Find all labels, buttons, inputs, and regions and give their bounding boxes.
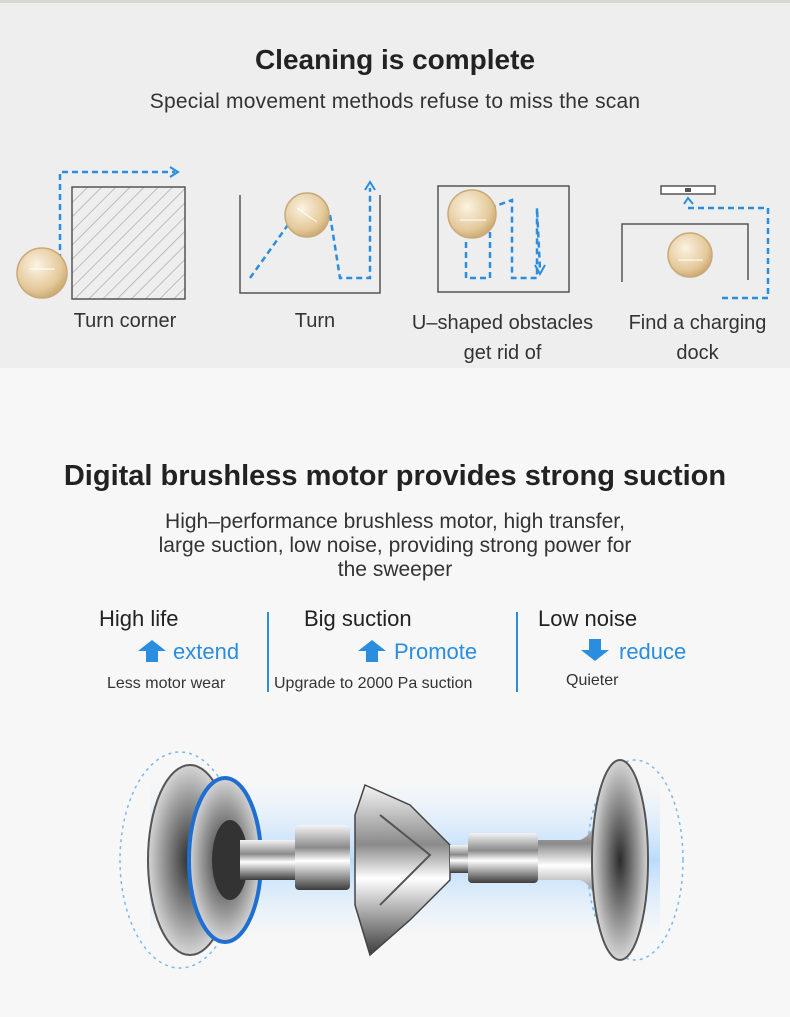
turn-path-icon: [239, 180, 381, 294]
feature-desc: Less motor wear: [107, 675, 226, 692]
feature-desc: Quieter: [566, 672, 619, 689]
mode-label-charging-dock: Find a charging dock: [610, 308, 785, 368]
cleaning-modes-section: Cleaning is complete Special movement me…: [0, 0, 790, 368]
feature-name: Low noise: [538, 606, 638, 631]
section-subtitle: Special movement methods refuse to miss …: [149, 90, 641, 113]
brushless-motor-exploded-icon: [119, 751, 684, 969]
feature-trend: reduce: [619, 639, 687, 664]
mode-label-u-shaped: U–shaped obstacles get rid of: [400, 308, 605, 368]
top-divider: [0, 0, 790, 3]
motor-title: Digital brushless motor provides strong …: [63, 460, 727, 492]
mode-label-line: U–shaped obstacles: [411, 312, 594, 334]
feature-trend: Promote: [394, 639, 478, 664]
up-arrow-icon: [358, 640, 386, 662]
motor-subtitle-line: the sweeper: [337, 558, 453, 581]
mode-label-line: get rid of: [463, 342, 542, 364]
mode-label-line: Find a charging: [628, 312, 767, 334]
mode-label-turn: Turn: [294, 310, 336, 332]
section-title: Cleaning is complete: [254, 44, 536, 75]
charging-dock-path-icon: [621, 185, 770, 300]
feature-desc: Upgrade to 2000 Pa suction: [274, 675, 473, 692]
u-shaped-path-icon: [437, 185, 570, 293]
feature-name: High life: [99, 606, 179, 631]
motor-subtitle-line: High–performance brushless motor, high t…: [165, 510, 625, 533]
feature-name: Big suction: [304, 606, 412, 631]
motor-subtitle-line: large suction, low noise, providing stro…: [158, 534, 632, 557]
feature-trend: extend: [173, 639, 240, 664]
feature-divider: [516, 612, 518, 692]
mode-label-line: dock: [676, 342, 719, 364]
motor-subtitle: High–performance brushless motor, high t…: [0, 510, 790, 582]
feature-divider: [267, 612, 269, 692]
mode-label-turn-corner: Turn corner: [73, 310, 177, 332]
up-arrow-icon: [138, 640, 166, 662]
turn-corner-path-icon: [16, 166, 186, 300]
down-arrow-icon: [581, 639, 609, 661]
